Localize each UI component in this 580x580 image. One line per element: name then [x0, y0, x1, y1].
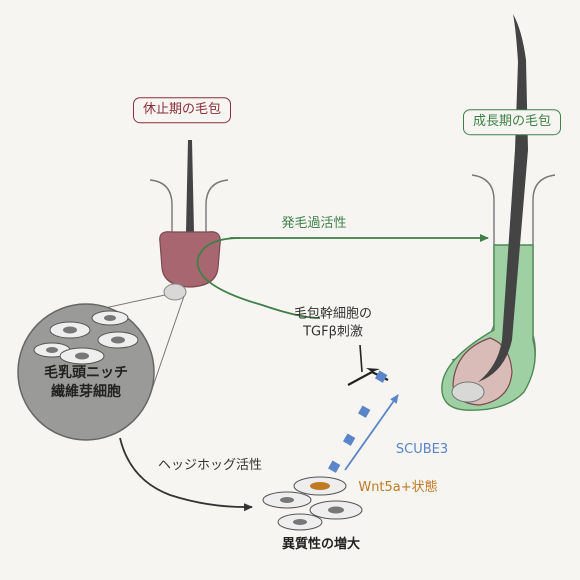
anagen-follicle-illustration: [441, 14, 556, 411]
anagen-follicle-label: 成長期の毛包: [462, 109, 562, 135]
hfsc-tgfb-line1: 毛包幹細胞の: [293, 306, 373, 322]
hair-growth-activation-label: 発毛過活性: [281, 216, 347, 232]
telogen-club-hair: [159, 231, 221, 288]
hair-growth-arrow: [196, 234, 489, 319]
dp-niche-line2: 繊維芽細胞: [51, 384, 121, 400]
scube3-label: SCUBE3: [395, 442, 449, 458]
wnt5a-positive-cell: [310, 482, 330, 490]
anagen-hair-shaft: [478, 14, 528, 382]
telogen-hair-shaft: [186, 140, 194, 232]
wnt5a-state-label: Wnt5a+状態: [358, 480, 438, 496]
hedgehog-arrow: [119, 437, 253, 512]
telogen-follicle-label: 休止期の毛包: [132, 97, 232, 123]
scube3-arrow: [328, 370, 399, 473]
heterogeneous-cell-cluster: [262, 476, 363, 531]
heterogeneity-increase-label: 異質性の増大: [281, 537, 361, 553]
dermal-papilla-niche-label: 毛乳頭ニッチ 繊維芽細胞: [44, 364, 128, 402]
hfsc-tgfb-label: 毛包幹細胞の TGFβ刺激: [294, 305, 372, 340]
anagen-dermal-papilla: [451, 381, 485, 403]
scube3-signal-dots: [328, 370, 388, 473]
telogen-dermal-papilla: [163, 283, 187, 301]
hedgehog-activation-label: ヘッジホッグ活性: [157, 458, 263, 474]
niche-fibroblast-cells: [33, 310, 139, 365]
dp-niche-line1: 毛乳頭ニッチ: [44, 365, 128, 382]
hfsc-tgfb-line2: TGFβ刺激: [303, 324, 363, 339]
dermal-papilla-niche-circle: [17, 303, 155, 441]
